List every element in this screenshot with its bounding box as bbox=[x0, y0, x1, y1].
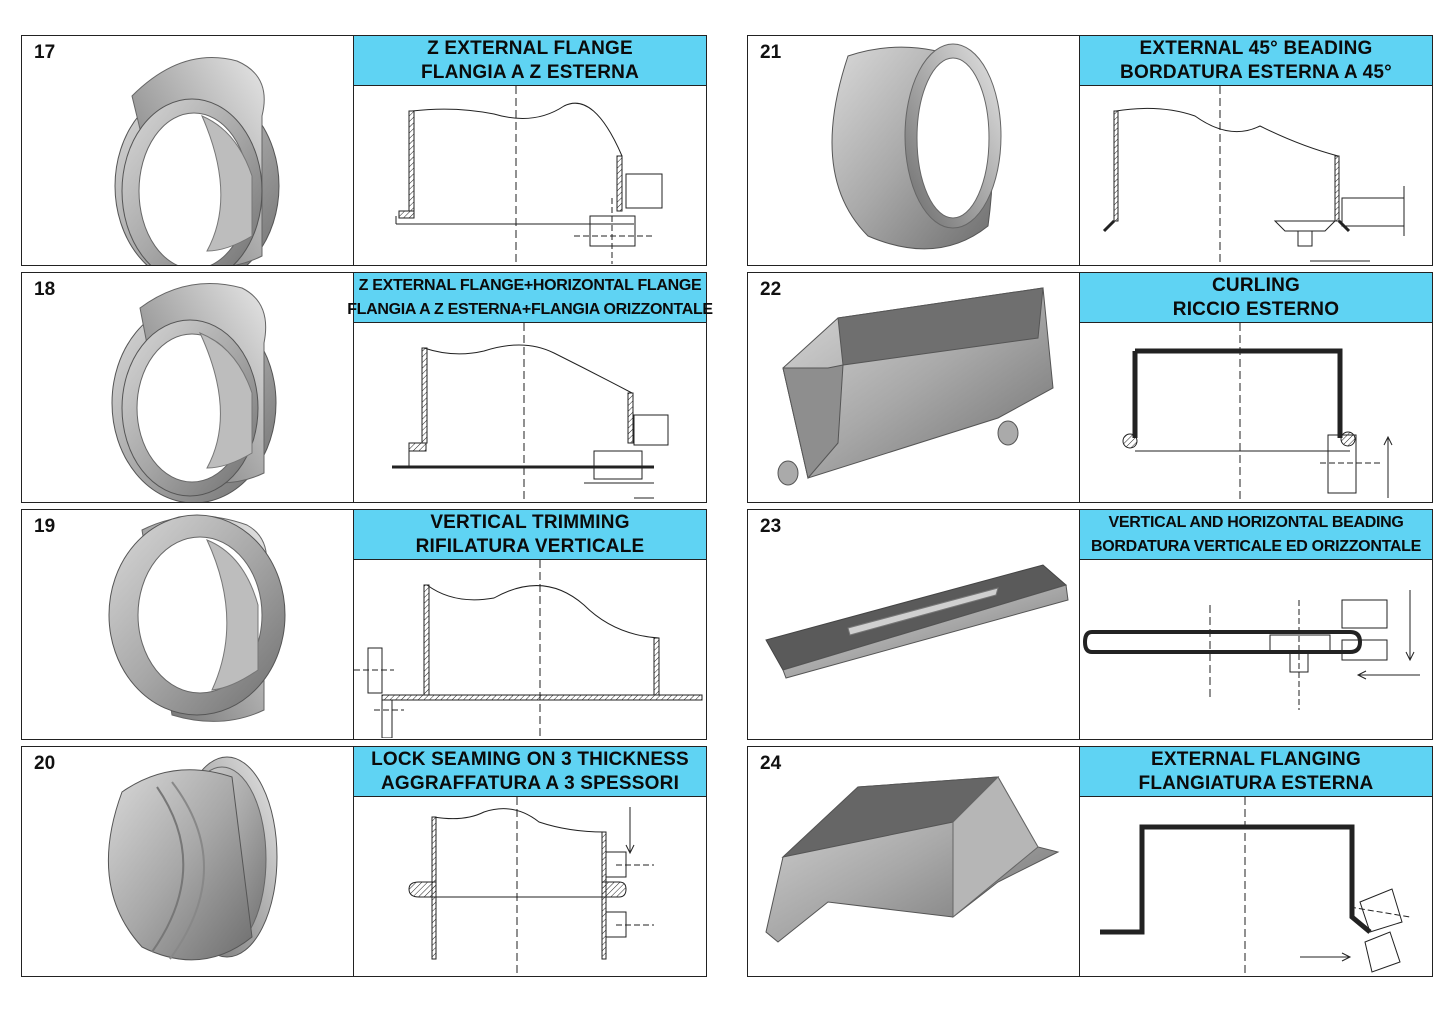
title-english: VERTICAL AND HORIZONTAL BEADING bbox=[1108, 513, 1404, 531]
technical-drawing bbox=[1080, 86, 1432, 265]
title-italian: RICCIO ESTERNO bbox=[1172, 298, 1340, 320]
technical-drawing bbox=[1080, 560, 1432, 739]
bracket-part-image bbox=[777, 287, 1054, 486]
card-number: 19 bbox=[34, 516, 56, 537]
ring-part-image bbox=[111, 283, 277, 502]
process-card-19: 19 VERTICAL TRIMMING RIFILATURA VERTICAL… bbox=[21, 509, 707, 740]
title-english: Z EXTERNAL FLANGE+HORIZONTAL FLANGE bbox=[358, 276, 702, 294]
card-title: LOCK SEAMING ON 3 THICKNESS AGGRAFFATURA… bbox=[354, 747, 706, 797]
ring-part-image bbox=[108, 514, 286, 722]
plate-part-image bbox=[765, 564, 1069, 679]
technical-drawing bbox=[354, 797, 706, 976]
card-number: 24 bbox=[760, 753, 782, 774]
section-drawing bbox=[408, 797, 654, 975]
process-card-18: 18 Z EXTERNAL FLANGE+HORIZONTAL FLANGE F… bbox=[21, 272, 713, 503]
technical-drawing bbox=[1080, 797, 1432, 976]
card-number: 20 bbox=[34, 753, 56, 774]
process-card-24: 24 EXTERNAL FLANGING FLANGIATURA ESTERNA bbox=[747, 746, 1433, 977]
card-number: 23 bbox=[760, 516, 782, 537]
title-english: EXTERNAL FLANGING bbox=[1151, 748, 1361, 770]
card-number: 21 bbox=[760, 42, 782, 63]
card-title: EXTERNAL 45° BEADING BORDATURA ESTERNA A… bbox=[1080, 36, 1432, 86]
process-card-22: 22 CURLING RICCIO ESTERNO bbox=[747, 272, 1433, 503]
process-card-20: 20 LOCK SEAMING ON 3 THICKNESS AGGRAFFAT… bbox=[21, 746, 707, 977]
part-render bbox=[748, 510, 1080, 739]
section-drawing bbox=[1102, 86, 1405, 264]
title-italian: BORDATURA VERTICALE ED ORIZZONTALE bbox=[1091, 537, 1421, 555]
card-title: Z EXTERNAL FLANGE+HORIZONTAL FLANGE FLAN… bbox=[347, 273, 713, 323]
technical-drawing bbox=[354, 560, 706, 739]
title-italian: FLANGIA A Z ESTERNA bbox=[420, 61, 640, 83]
part-render bbox=[748, 273, 1080, 502]
card-number: 17 bbox=[34, 42, 56, 63]
title-italian: FLANGIA A Z ESTERNA+FLANGIA ORIZZONTALE bbox=[347, 300, 713, 318]
part-render bbox=[22, 510, 354, 739]
title-english: Z EXTERNAL FLANGE bbox=[427, 37, 633, 59]
title-english: LOCK SEAMING ON 3 THICKNESS bbox=[371, 748, 689, 770]
card-title: Z EXTERNAL FLANGE FLANGIA A Z ESTERNA bbox=[354, 36, 706, 86]
ring-part-image bbox=[107, 756, 278, 961]
card-number: 22 bbox=[760, 279, 782, 300]
ring-part-image bbox=[831, 43, 1002, 250]
process-card-23: 23 VERTICAL AND HORIZONTAL BEADING BORDA… bbox=[747, 509, 1433, 740]
title-english: CURLING bbox=[1212, 274, 1300, 296]
section-drawing bbox=[354, 560, 703, 738]
title-english: EXTERNAL 45° BEADING bbox=[1139, 37, 1373, 59]
ring-part-image bbox=[114, 57, 280, 265]
section-drawing bbox=[1100, 797, 1411, 975]
card-number: 18 bbox=[34, 279, 56, 300]
title-italian: BORDATURA ESTERNA A 45° bbox=[1120, 61, 1392, 83]
technical-drawing bbox=[354, 323, 706, 502]
card-title: EXTERNAL FLANGING FLANGIATURA ESTERNA bbox=[1080, 747, 1432, 797]
technical-drawing bbox=[1080, 323, 1432, 502]
card-title: CURLING RICCIO ESTERNO bbox=[1080, 273, 1432, 323]
card-title: VERTICAL TRIMMING RIFILATURA VERTICALE bbox=[354, 510, 706, 560]
title-english: VERTICAL TRIMMING bbox=[430, 511, 630, 533]
process-card-17: 17 Z EXTERNAL FLANGE FLANGIA A Z ESTERNA bbox=[21, 35, 707, 266]
title-italian: RIFILATURA VERTICALE bbox=[415, 535, 645, 557]
technical-drawing bbox=[354, 86, 706, 265]
part-render bbox=[22, 747, 354, 976]
section-drawing bbox=[1082, 590, 1420, 710]
part-render bbox=[748, 36, 1080, 265]
process-card-21: 21 EXTERNAL 45° BEADING BORDATURA ESTERN… bbox=[747, 35, 1433, 266]
section-drawing bbox=[392, 323, 669, 501]
section-drawing bbox=[395, 86, 663, 264]
title-italian: FLANGIATURA ESTERNA bbox=[1138, 772, 1374, 794]
section-drawing bbox=[1122, 323, 1393, 501]
part-render bbox=[22, 273, 354, 502]
hat-channel-part-image bbox=[765, 776, 1060, 943]
part-render bbox=[748, 747, 1080, 976]
part-render bbox=[22, 36, 354, 265]
card-title: VERTICAL AND HORIZONTAL BEADING BORDATUR… bbox=[1080, 510, 1432, 560]
title-italian: AGGRAFFATURA A 3 SPESSORI bbox=[380, 772, 680, 794]
